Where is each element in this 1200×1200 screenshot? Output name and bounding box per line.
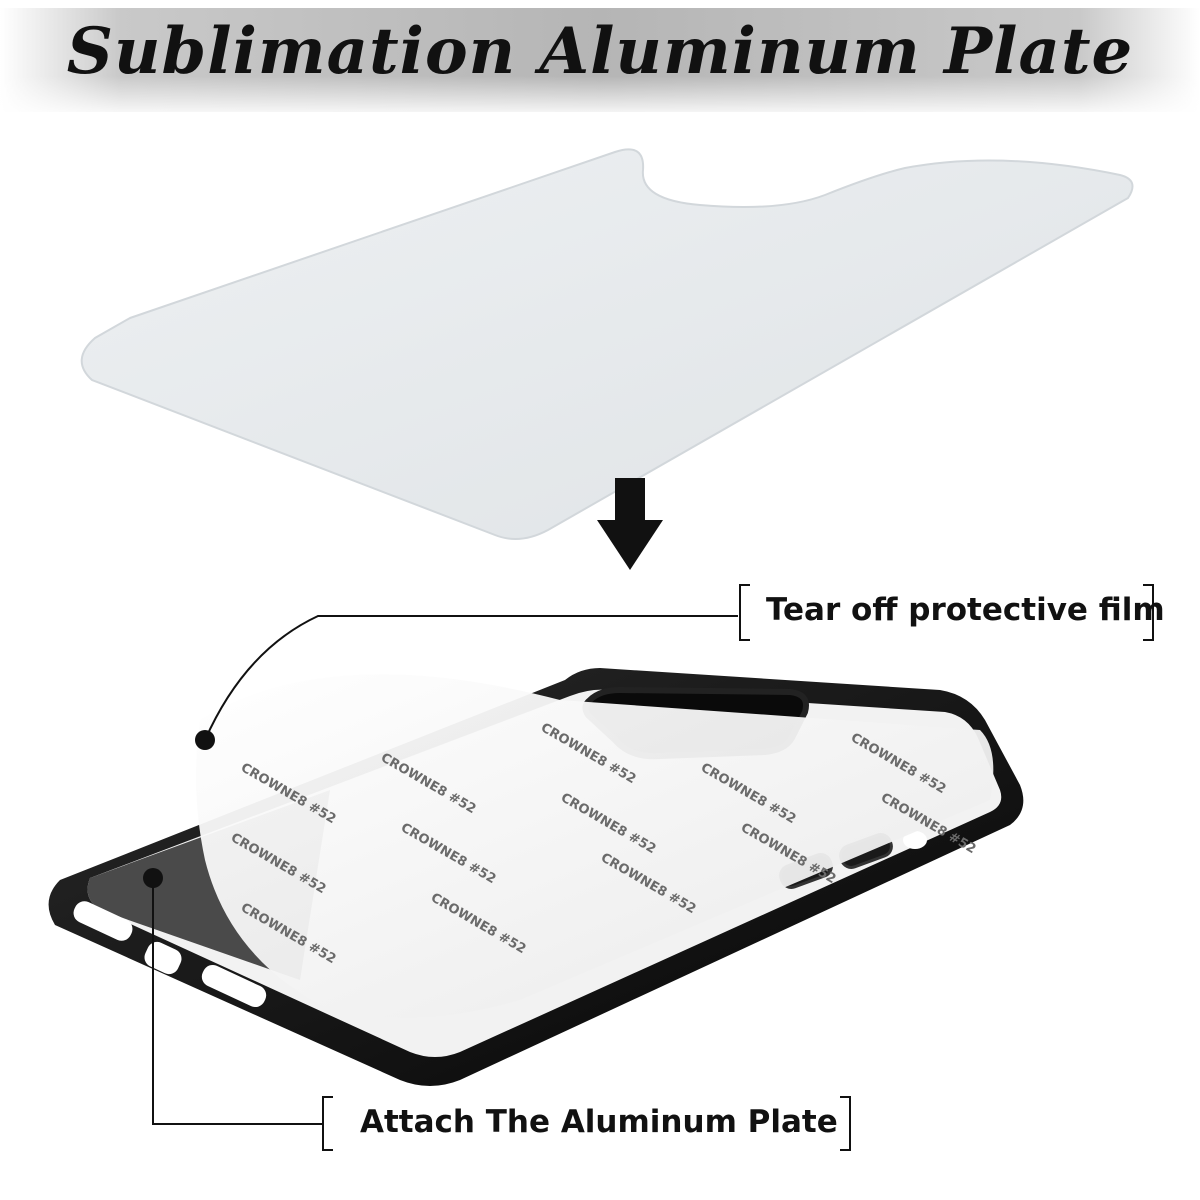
attach-label: Attach The Aluminum Plate: [360, 1104, 838, 1140]
page-title: Sublimation Aluminum Plate: [66, 14, 1134, 89]
tear-off-label: Tear off protective film: [766, 592, 1165, 628]
attach-marker: [143, 868, 163, 888]
tear-off-marker: [195, 730, 215, 750]
attach-leader: [152, 878, 851, 1151]
arrow-down-icon: [597, 478, 663, 570]
protective-film: CROWNE8 #52 CROWNE8 #52 CROWNE8 #52 CROW…: [196, 674, 994, 1018]
tear-off-leader: [204, 584, 1154, 741]
title-banner: [0, 8, 1200, 112]
aluminum-plate: [80, 148, 1134, 540]
